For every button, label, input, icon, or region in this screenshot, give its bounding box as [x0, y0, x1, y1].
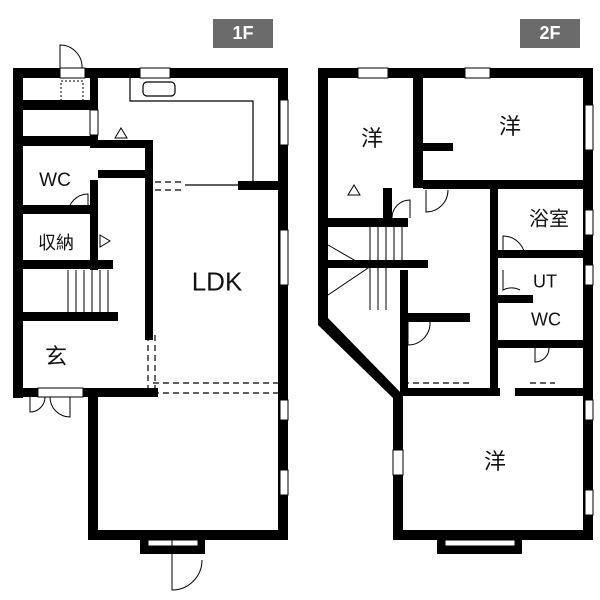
wall	[498, 340, 583, 348]
wall	[23, 100, 98, 110]
room-label-western-3: 洋	[483, 449, 507, 474]
window	[59, 67, 86, 79]
window	[584, 104, 594, 151]
closet-marker	[347, 184, 361, 196]
window	[584, 399, 594, 421]
room-label-entrance: 玄	[44, 344, 68, 369]
wall	[393, 530, 593, 540]
wall	[98, 388, 158, 397]
room-label-wc-1f: WC	[39, 170, 71, 191]
diagonal-wall	[318, 318, 403, 398]
door-swing	[502, 235, 526, 259]
wall	[328, 260, 428, 268]
wall	[400, 388, 500, 396]
door-swing	[391, 199, 411, 219]
wall	[328, 218, 408, 227]
wall	[23, 136, 98, 146]
window	[279, 229, 289, 286]
window	[279, 99, 289, 146]
window	[279, 399, 289, 421]
wall	[145, 140, 153, 340]
shaft	[60, 80, 84, 104]
floor-badge-1f: 1F	[213, 19, 273, 48]
room-label-western-1: 洋	[360, 126, 384, 151]
wall	[318, 68, 593, 78]
wall	[498, 250, 583, 258]
window	[89, 109, 99, 136]
window	[147, 539, 199, 547]
wall	[498, 295, 533, 303]
stair-winder	[327, 244, 369, 296]
door-swing	[67, 193, 89, 215]
window	[584, 489, 594, 516]
wall	[383, 188, 392, 226]
window	[279, 469, 289, 496]
room-label-ut: UT	[533, 271, 557, 292]
wall	[88, 388, 98, 540]
wall	[515, 388, 583, 396]
wall	[583, 68, 593, 530]
window	[584, 264, 594, 286]
wall	[318, 68, 328, 320]
wall	[88, 530, 288, 540]
door-swing	[502, 270, 521, 291]
door-swing	[407, 321, 431, 346]
wall	[23, 205, 98, 214]
door-swing	[171, 540, 203, 591]
wall	[13, 68, 23, 398]
wall	[23, 260, 113, 269]
door-swing	[534, 347, 550, 363]
door-swing	[425, 189, 449, 213]
window	[357, 67, 389, 79]
window	[37, 387, 84, 398]
window	[464, 67, 491, 79]
wall	[423, 180, 583, 189]
window	[139, 67, 171, 79]
wall	[90, 180, 98, 270]
room-label-bath: 浴室	[529, 208, 569, 231]
floor-badge-2f: 2F	[520, 19, 580, 48]
room-label-ldk: LDK	[191, 266, 243, 297]
wall	[490, 180, 498, 395]
wall	[278, 68, 288, 540]
window	[392, 449, 404, 476]
kitchen-counter	[129, 78, 280, 186]
wall	[413, 78, 423, 188]
closet-marker	[99, 234, 111, 248]
door-swing	[29, 396, 46, 413]
room-label-wc-2f: WC	[531, 309, 561, 330]
wall	[98, 170, 153, 178]
closet-marker	[114, 127, 128, 139]
room-label-storage: 収納	[38, 233, 74, 253]
wall	[400, 313, 470, 322]
wall	[90, 140, 150, 148]
kitchen-sink	[142, 81, 176, 97]
wall	[423, 143, 453, 151]
door-swing	[59, 44, 83, 69]
window	[444, 539, 516, 547]
room-label-western-2: 洋	[498, 114, 522, 139]
wall	[23, 312, 118, 321]
wall	[400, 270, 408, 395]
window	[584, 209, 594, 236]
door-swing	[49, 396, 71, 418]
